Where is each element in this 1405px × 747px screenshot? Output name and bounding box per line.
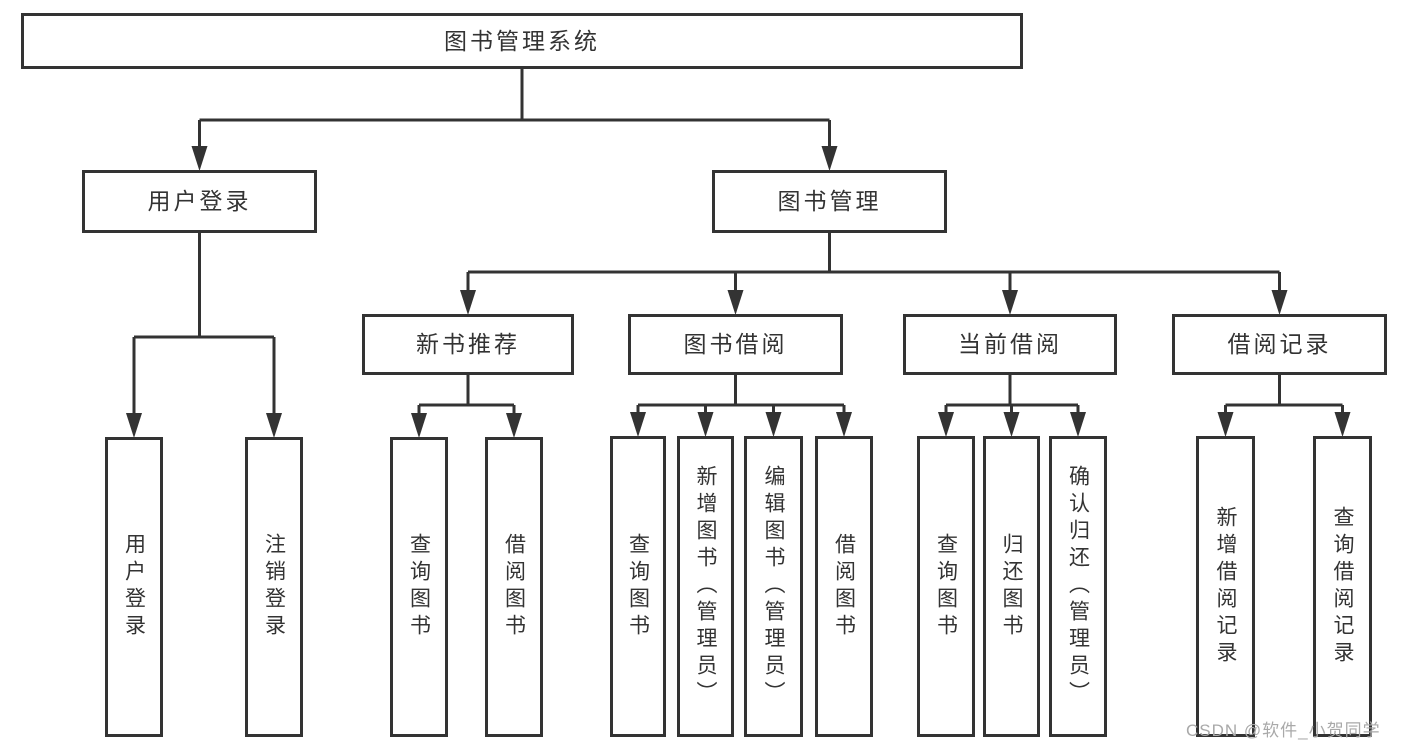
node-label-current-borrow: 当前借阅	[958, 331, 1062, 357]
node-login-op: 用户登录	[105, 437, 163, 737]
node-label-logout-op: 注销登录	[262, 533, 286, 641]
node-label-bor-add-book: 新增图书（管理员）	[694, 465, 717, 708]
node-root: 图书管理系统	[21, 13, 1023, 69]
node-current-borrow: 当前借阅	[903, 314, 1117, 375]
node-label-book-mgmt: 图书管理	[777, 188, 882, 214]
node-label-cur-return-book: 归还图书	[1000, 532, 1023, 641]
node-rec-query-book: 查询图书	[390, 437, 448, 737]
node-label-cur-query-book: 查询图书	[934, 532, 958, 641]
node-bor-add-book: 新增图书（管理员）	[677, 436, 734, 737]
node-borrow-records: 借阅记录	[1172, 314, 1387, 375]
node-user-login: 用户登录	[82, 170, 317, 233]
node-book-borrow: 图书借阅	[628, 314, 843, 375]
node-book-mgmt: 图书管理	[712, 170, 947, 233]
node-label-bor-edit-book: 编辑图书（管理员）	[762, 465, 785, 708]
node-label-rec-borrow-book: 借阅图书	[502, 533, 526, 641]
node-label-rec-query-book: 查询图书	[407, 533, 431, 641]
node-label-login-op: 用户登录	[122, 533, 146, 641]
watermark-text: CSDN @软件_小贺同学	[1186, 721, 1381, 740]
node-bor-query-book: 查询图书	[610, 436, 666, 737]
node-cur-query-book: 查询图书	[917, 436, 975, 737]
node-cur-confirm-return: 确认归还（管理员）	[1049, 436, 1107, 737]
node-label-root: 图书管理系统	[444, 27, 600, 54]
node-log-query-record: 查询借阅记录	[1313, 436, 1372, 737]
node-label-user-login: 用户登录	[147, 188, 252, 214]
node-label-new-book-rec: 新书推荐	[416, 331, 520, 357]
node-label-book-borrow: 图书借阅	[683, 331, 788, 357]
node-cur-return-book: 归还图书	[983, 436, 1040, 737]
node-rec-borrow-book: 借阅图书	[485, 437, 543, 737]
node-logout-op: 注销登录	[245, 437, 303, 737]
node-log-add-record: 新增借阅记录	[1196, 436, 1255, 737]
node-label-borrow-records: 借阅记录	[1227, 331, 1332, 357]
node-label-bor-query-book: 查询图书	[626, 532, 650, 641]
node-label-cur-confirm-return: 确认归还（管理员）	[1066, 465, 1090, 708]
node-label-bor-borrow-book: 借阅图书	[832, 532, 856, 641]
node-new-book-rec: 新书推荐	[362, 314, 574, 375]
node-bor-borrow-book: 借阅图书	[815, 436, 873, 737]
node-label-log-query-record: 查询借阅记录	[1331, 505, 1354, 668]
node-label-log-add-record: 新增借阅记录	[1214, 505, 1237, 668]
node-bor-edit-book: 编辑图书（管理员）	[744, 436, 803, 737]
